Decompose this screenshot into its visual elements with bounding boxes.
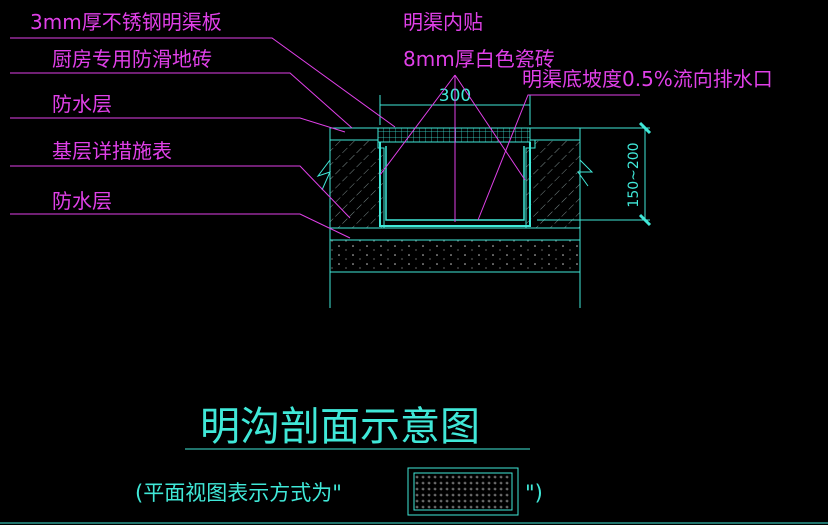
channel-lining bbox=[379, 142, 531, 227]
label-inner-2: 8mm厚白色瓷砖 bbox=[403, 47, 555, 71]
drawing-title: 明沟剖面示意图 bbox=[200, 404, 480, 450]
leader-lines bbox=[10, 37, 640, 239]
base-layer bbox=[329, 239, 581, 273]
plan-symbol-outer bbox=[407, 467, 519, 516]
tile-layer-right bbox=[529, 127, 581, 141]
legend-suffix: ") bbox=[525, 481, 543, 505]
label-inner-1: 明渠内贴 bbox=[403, 10, 483, 34]
label-grate: 3mm厚不锈钢明渠板 bbox=[30, 10, 222, 34]
left-wall bbox=[329, 139, 385, 229]
right-wall bbox=[525, 139, 581, 229]
waterproof-layer bbox=[329, 227, 581, 241]
label-waterproof-bottom: 防水层 bbox=[52, 189, 112, 213]
label-slope: 明渠底坡度0.5%流向排水口 bbox=[522, 67, 773, 91]
label-base: 基层详措施表 bbox=[52, 139, 172, 163]
label-tile: 厨房专用防滑地砖 bbox=[52, 47, 212, 71]
legend-prefix: (平面视图表示方式为" bbox=[135, 481, 342, 505]
steel-grate bbox=[377, 127, 531, 143]
depth-dimension: 150~200 bbox=[626, 142, 642, 207]
plan-symbol-inner bbox=[413, 472, 513, 511]
label-waterproof-top: 防水层 bbox=[52, 92, 112, 116]
